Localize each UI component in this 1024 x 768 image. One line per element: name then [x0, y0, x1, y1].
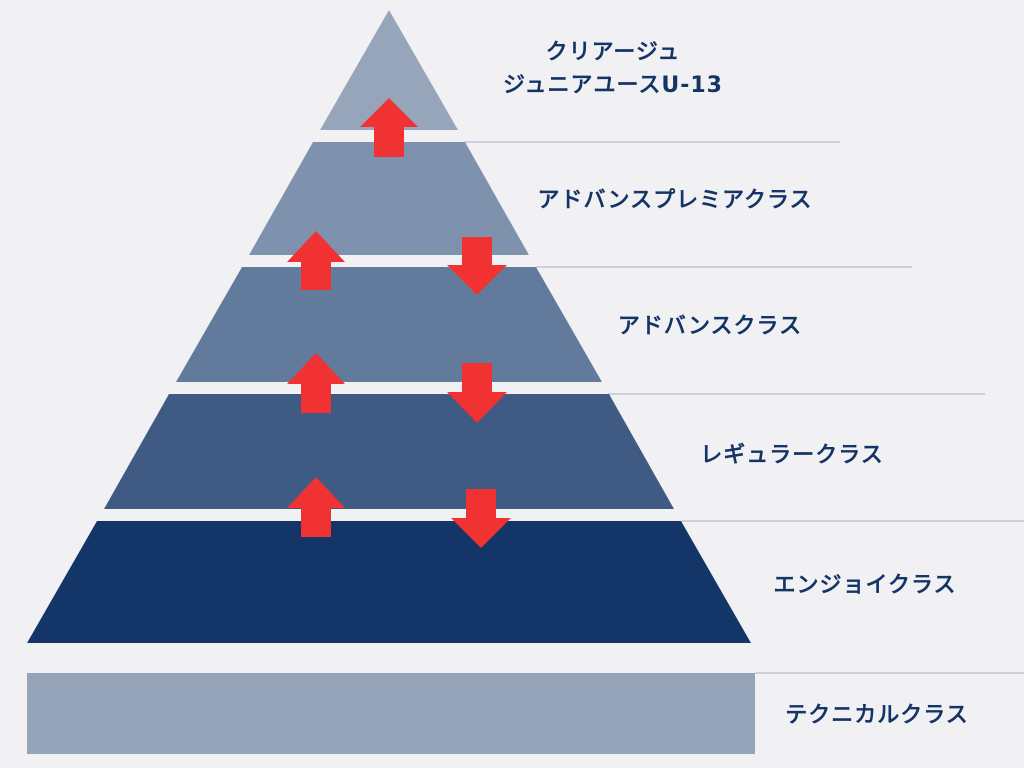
tier-technical	[27, 673, 755, 754]
tier-label-advance: アドバンスクラス	[617, 314, 803, 339]
down-arrow-icon	[447, 363, 507, 423]
label-line: クリアージュ	[545, 40, 681, 65]
tier-enjoy	[27, 521, 751, 643]
tier-junior-youth	[320, 10, 458, 130]
tier-label-regular: レギュラークラス	[700, 443, 884, 468]
tier-advance	[176, 267, 602, 382]
tier-regular	[104, 394, 674, 509]
up-arrow-icon	[287, 353, 345, 413]
tier-label-junior-youth: クリアージュ ジュニアユースU-13	[503, 36, 723, 102]
tier-label-technical: テクニカルクラス	[785, 703, 969, 728]
tier-label-advance-premier: アドバンスプレミアクラス	[537, 188, 813, 213]
up-arrow-icon	[287, 231, 345, 290]
tier-label-enjoy: エンジョイクラス	[773, 573, 957, 598]
down-arrow-icon	[447, 237, 507, 295]
down-arrow-icon	[451, 489, 511, 548]
up-arrow-icon	[360, 98, 418, 157]
up-arrow-icon	[287, 477, 345, 537]
tier-advance-premier	[249, 142, 529, 255]
label-line: ジュニアユースU-13	[503, 73, 723, 98]
